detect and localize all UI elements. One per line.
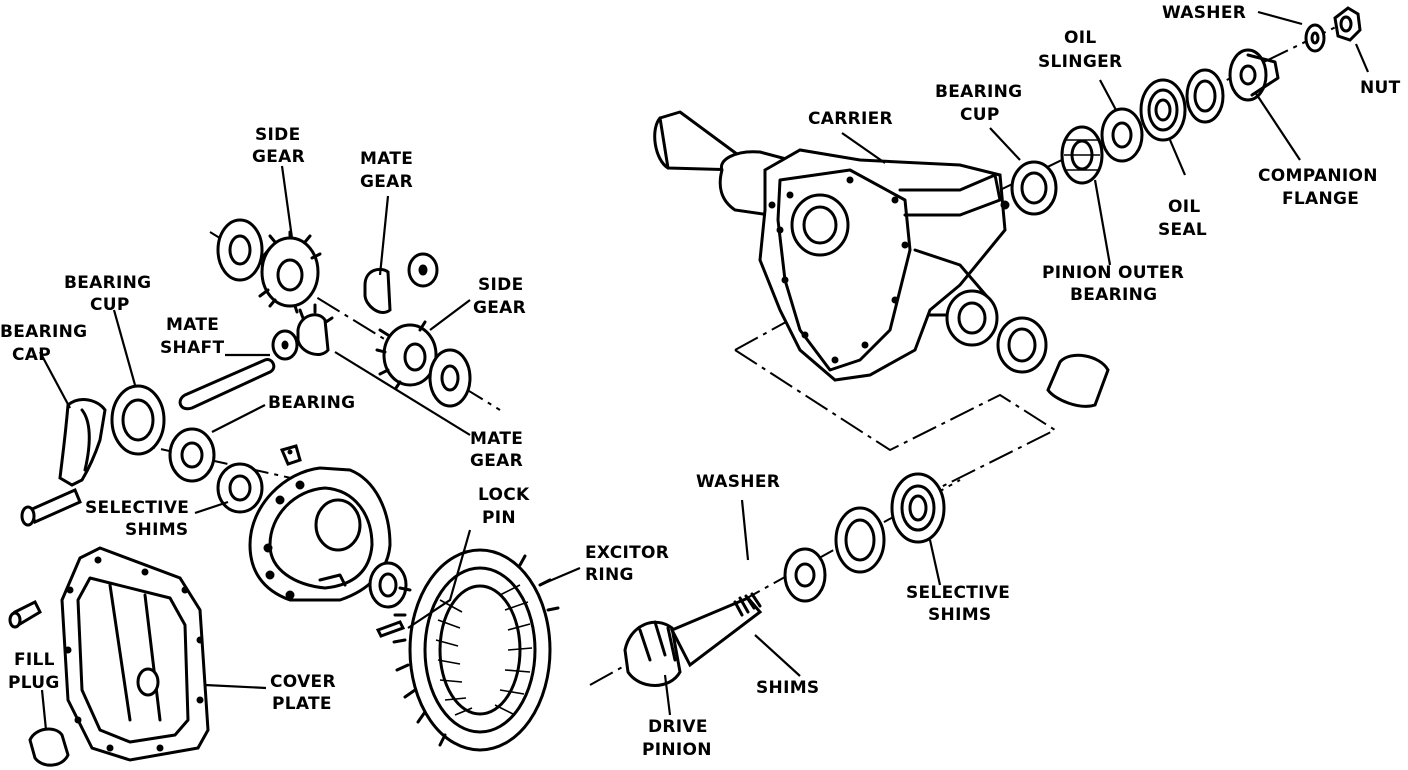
label-fill-plug-line1: FILL bbox=[14, 650, 55, 670]
pinion-outer-bearing bbox=[1060, 125, 1104, 185]
label-selective-shims-right-line2: SHIMS bbox=[928, 605, 991, 625]
cover-bolt bbox=[8, 599, 42, 629]
fill-plug bbox=[28, 727, 70, 767]
label-cover-plate-line1: COVER bbox=[270, 672, 336, 692]
label-selective-shims-left-line2: SHIMS bbox=[125, 520, 188, 540]
cover-plate bbox=[60, 546, 210, 762]
label-companion-flange-line1: COMPANION bbox=[1258, 166, 1378, 186]
case-hub bbox=[368, 561, 408, 609]
washer-top bbox=[1304, 23, 1326, 53]
label-carrier: CARRIER bbox=[808, 109, 893, 129]
oil-slinger bbox=[1100, 107, 1144, 163]
bearing-left bbox=[168, 427, 216, 483]
mate-gear-washer bbox=[271, 329, 299, 361]
side-gear-right bbox=[375, 320, 438, 390]
bearing-cup-left bbox=[110, 384, 166, 456]
label-bearing-cap-line2: CAP bbox=[12, 345, 51, 365]
small-bolt bbox=[279, 444, 302, 466]
label-mate-gear-top-line2: GEAR bbox=[360, 172, 413, 192]
label-drive-pinion-line2: PINION bbox=[642, 740, 712, 760]
side-gear-top bbox=[258, 230, 322, 314]
label-drive-pinion-line1: DRIVE bbox=[648, 717, 708, 737]
companion-flange bbox=[1228, 48, 1280, 102]
oil-seal-ring bbox=[1185, 68, 1225, 124]
mate-gear-lower bbox=[296, 303, 334, 356]
axle-tube-right bbox=[1046, 353, 1110, 408]
label-oil-slinger-line1: OIL bbox=[1064, 28, 1097, 48]
label-mate-gear-lower-line2: GEAR bbox=[470, 451, 523, 471]
leader-lines bbox=[39, 10, 1370, 731]
label-cover-plate-line2: PLATE bbox=[272, 694, 332, 714]
label-washer-mid: WASHER bbox=[696, 472, 780, 492]
label-oil-slinger-line2: SLINGER bbox=[1038, 52, 1122, 72]
bearing-cup-top bbox=[1010, 160, 1058, 216]
label-shims: SHIMS bbox=[756, 678, 819, 698]
label-bearing-cup-left-line1: BEARING bbox=[64, 273, 151, 293]
label-lock-pin-line1: LOCK bbox=[478, 485, 530, 505]
lock-pin bbox=[375, 620, 406, 638]
label-lock-pin-line2: PIN bbox=[482, 508, 516, 528]
label-bearing-cap-line1: BEARING bbox=[0, 322, 87, 342]
pinion-bearing-cup bbox=[834, 506, 886, 574]
pinion-washer bbox=[783, 547, 827, 603]
differential-case bbox=[248, 466, 392, 602]
label-oil-seal-line2: SEAL bbox=[1158, 220, 1207, 240]
label-pinion-outer-bearing-line2: BEARING bbox=[1070, 285, 1157, 305]
oil-seal bbox=[1139, 78, 1187, 142]
label-fill-plug-line2: PLUG bbox=[8, 673, 60, 693]
label-mate-gear-lower-line1: MATE bbox=[470, 429, 523, 449]
side-gear-washer-top bbox=[216, 218, 264, 282]
label-oil-seal-line1: OIL bbox=[1168, 197, 1201, 217]
label-companion-flange-line2: FLANGE bbox=[1282, 189, 1359, 209]
label-mate-shaft-line2: SHAFT bbox=[160, 338, 224, 358]
label-bearing-cup-top-line2: CUP bbox=[960, 105, 1000, 125]
label-bearing-cup-left-line2: CUP bbox=[90, 295, 130, 315]
label-mate-gear-top-line1: MATE bbox=[360, 149, 413, 169]
carrier-housing bbox=[653, 110, 1010, 382]
label-side-gear-right-line2: GEAR bbox=[473, 298, 526, 318]
label-excitor-ring-line1: EXCITOR bbox=[585, 543, 669, 563]
bearing-cap-bolt bbox=[20, 488, 82, 527]
bearing-cap bbox=[58, 398, 107, 487]
selective-shims-right bbox=[890, 472, 946, 544]
label-washer-top: WASHER bbox=[1162, 3, 1246, 23]
selective-shims-left bbox=[216, 462, 264, 514]
label-nut: NUT bbox=[1360, 78, 1401, 98]
label-side-gear-right-line1: SIDE bbox=[478, 275, 524, 295]
label-excitor-ring-line2: RING bbox=[585, 565, 634, 585]
excitor-ring-gear bbox=[392, 548, 560, 752]
label-bearing-cup-top-line1: BEARING bbox=[935, 82, 1022, 102]
drive-pinion bbox=[623, 592, 763, 687]
side-gear-washer-right bbox=[428, 348, 472, 408]
label-pinion-outer-bearing-line1: PINION OUTER bbox=[1042, 263, 1184, 283]
label-side-gear-top-line1: SIDE bbox=[255, 125, 301, 145]
label-mate-shaft-line1: MATE bbox=[166, 315, 219, 335]
label-selective-shims-right-line1: SELECTIVE bbox=[906, 583, 1010, 603]
thrust-washer-top bbox=[407, 252, 439, 288]
label-selective-shims-left-line1: SELECTIVE bbox=[85, 498, 189, 518]
label-side-gear-top-line2: GEAR bbox=[252, 147, 305, 167]
nut bbox=[1333, 6, 1362, 42]
callout-labels: WASHER NUT OIL SLINGER BEARING CUP CARRI… bbox=[0, 3, 1401, 760]
mate-gear-top bbox=[363, 267, 392, 314]
mate-shaft bbox=[178, 358, 276, 411]
bearing-cup-carrier-right bbox=[996, 316, 1048, 374]
label-bearing-left: BEARING bbox=[268, 393, 355, 413]
